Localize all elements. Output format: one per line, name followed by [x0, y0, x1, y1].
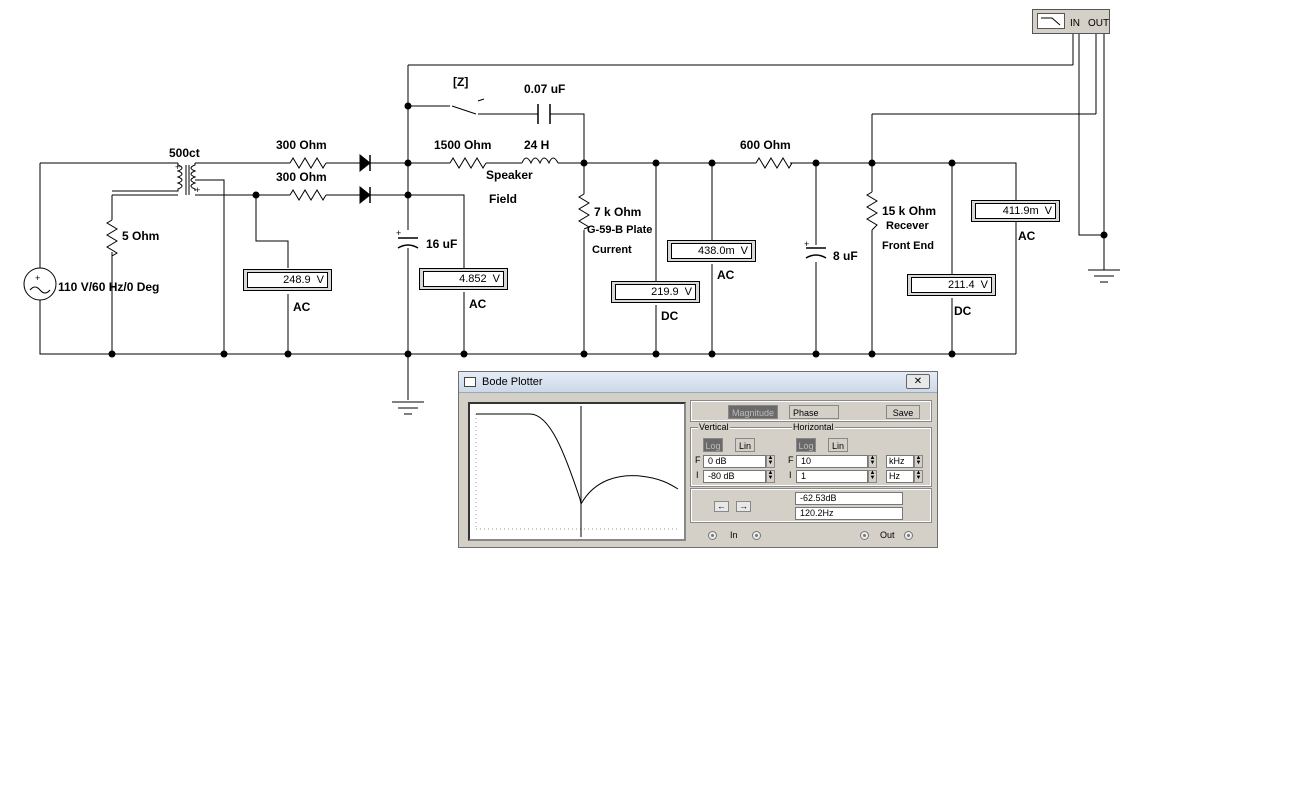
- multimeter-2[interactable]: 4.852 V: [419, 268, 508, 290]
- bode-titlebar[interactable]: Bode Plotter ✕: [459, 372, 937, 393]
- out-terminal-plus[interactable]: [860, 531, 869, 540]
- bode-title: Bode Plotter: [482, 376, 543, 388]
- cursor-left-button[interactable]: ←: [714, 501, 729, 512]
- bode-plotter-icon[interactable]: IN OUT: [1032, 9, 1110, 34]
- cap8-label: 8 uF: [833, 249, 858, 263]
- meter-unit: V: [492, 273, 500, 285]
- speaker-label: Speaker: [486, 168, 533, 182]
- readout-panel: ← → -62.53dB 120.2Hz: [690, 488, 932, 523]
- meter-value: 4.852: [459, 273, 487, 285]
- bode-plotter-window[interactable]: Bode Plotter ✕ Magnitude Phase Save Vert…: [458, 371, 938, 548]
- horizontal-final-spinner[interactable]: ▲▼: [868, 455, 877, 468]
- meter-unit: V: [1044, 205, 1052, 217]
- magnitude-button[interactable]: Magnitude: [728, 405, 778, 419]
- ind24h-label: 24 H: [524, 138, 549, 152]
- multimeter-3[interactable]: 219.9 V: [611, 281, 700, 303]
- svg-text:+: +: [175, 162, 180, 172]
- meter-unit: V: [684, 286, 692, 298]
- axes-panel: Vertical Horizontal Log Lin Log Lin F I …: [690, 422, 932, 487]
- meter2-mode: AC: [469, 297, 487, 311]
- horizontal-initial-spinner[interactable]: ▲▼: [868, 470, 877, 483]
- current-label: Current: [592, 244, 632, 256]
- meter-value: 211.4: [947, 279, 975, 291]
- svg-text:+: +: [195, 185, 200, 195]
- r1500-label: 1500 Ohm: [434, 138, 491, 152]
- horizontal-initial-unit[interactable]: Hz: [886, 470, 914, 483]
- transformer-label: 500ct: [169, 146, 200, 160]
- meter5-mode: DC: [954, 304, 972, 318]
- bode-icon-in: IN: [1070, 18, 1080, 29]
- horizontal-f-label: F: [788, 455, 794, 465]
- vertical-final-field[interactable]: 0 dB: [703, 455, 766, 468]
- switch-label: [Z]: [453, 75, 468, 89]
- out-label: Out: [880, 530, 895, 540]
- meter-value: 411.9m: [1002, 205, 1039, 217]
- cap16-label: 16 uF: [426, 237, 457, 251]
- svg-text:+: +: [804, 239, 809, 249]
- in-terminal-plus[interactable]: [708, 531, 717, 540]
- multimeter-6[interactable]: 411.9m V: [971, 200, 1060, 222]
- meter-unit: V: [980, 279, 988, 291]
- r300-bottom-label: 300 Ohm: [276, 170, 327, 184]
- horizontal-log-button[interactable]: Log: [796, 438, 816, 452]
- meter4-mode: AC: [717, 268, 735, 282]
- r600-label: 600 Ohm: [740, 138, 791, 152]
- bode-plot-trace: [475, 406, 680, 537]
- r5-label: 5 Ohm: [122, 229, 159, 243]
- multimeter-5[interactable]: 211.4 V: [907, 274, 996, 296]
- bode-plot-screen[interactable]: [468, 402, 686, 541]
- magnitude-readout: -62.53dB: [795, 492, 903, 505]
- vertical-final-spinner[interactable]: ▲▼: [766, 455, 775, 468]
- meter-value: 219.9: [651, 286, 679, 298]
- vertical-lin-button[interactable]: Lin: [735, 438, 755, 452]
- meter-unit: V: [316, 274, 324, 286]
- bode-icon-out: OUT: [1088, 18, 1110, 29]
- multimeter-4[interactable]: 438.0m V: [667, 240, 756, 262]
- r15k-label: 15 k Ohm: [882, 204, 936, 218]
- svg-text:+: +: [396, 228, 401, 238]
- close-button[interactable]: ✕: [906, 374, 930, 389]
- frequency-readout: 120.2Hz: [795, 507, 903, 520]
- cap007-label: 0.07 uF: [524, 82, 565, 96]
- r300-top-label: 300 Ohm: [276, 138, 327, 152]
- vertical-f-label: F: [695, 455, 701, 465]
- meter-unit: V: [740, 245, 748, 257]
- vertical-initial-field[interactable]: -80 dB: [703, 470, 766, 483]
- mode-panel: Magnitude Phase Save: [690, 400, 932, 422]
- multimeter-1[interactable]: 248.9 V: [243, 269, 332, 291]
- vertical-initial-spinner[interactable]: ▲▼: [766, 470, 775, 483]
- vertical-group-label: Vertical: [698, 422, 730, 432]
- meter1-mode: AC: [293, 300, 311, 314]
- initial-unit-spinner[interactable]: ▲▼: [914, 470, 923, 483]
- horizontal-final-unit[interactable]: kHz: [886, 455, 914, 468]
- meter6-mode: AC: [1018, 229, 1036, 243]
- meter-value: 248.9: [283, 274, 311, 286]
- plate-label: G-59-B Plate: [587, 224, 652, 236]
- horizontal-group-label: Horizontal: [792, 422, 835, 432]
- front-end-label: Front End: [882, 240, 934, 252]
- in-label: In: [730, 530, 738, 540]
- horizontal-initial-field[interactable]: 1: [796, 470, 868, 483]
- window-icon: [464, 377, 476, 387]
- out-terminal-minus[interactable]: [904, 531, 913, 540]
- vertical-log-button[interactable]: Log: [703, 438, 723, 452]
- bode-screen-icon: [1037, 13, 1065, 29]
- horizontal-lin-button[interactable]: Lin: [828, 438, 848, 452]
- in-terminal-minus[interactable]: [752, 531, 761, 540]
- field-label: Field: [489, 192, 517, 206]
- cursor-right-button[interactable]: →: [736, 501, 751, 512]
- meter3-mode: DC: [661, 309, 679, 323]
- save-button[interactable]: Save: [886, 405, 920, 419]
- recever-label: Recever: [886, 220, 930, 232]
- source-label: 110 V/60 Hz/0 Deg: [58, 280, 159, 294]
- horizontal-i-label: I: [789, 470, 792, 480]
- final-unit-spinner[interactable]: ▲▼: [914, 455, 923, 468]
- phase-button[interactable]: Phase: [789, 405, 839, 419]
- meter-value: 438.0m: [697, 245, 735, 257]
- svg-text:+: +: [35, 273, 40, 283]
- vertical-i-label: I: [696, 470, 699, 480]
- r7k-label: 7 k Ohm: [594, 205, 641, 219]
- horizontal-final-field[interactable]: 10: [796, 455, 868, 468]
